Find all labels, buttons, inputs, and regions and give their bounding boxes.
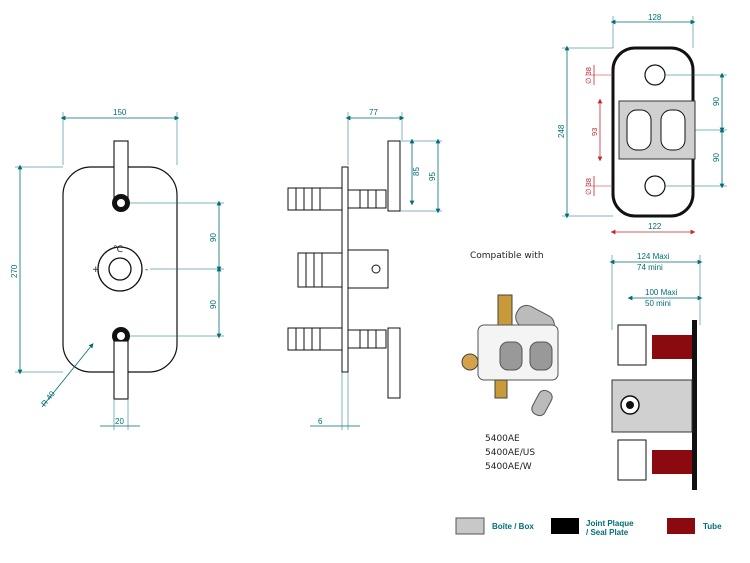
side-depth-label: 77	[369, 108, 378, 117]
model-1: 5400AE	[485, 434, 520, 444]
box-hole-bottom-label: ∅ 38	[584, 178, 593, 195]
compatible-title: Compatible with	[470, 251, 544, 261]
legend-swatch-seal	[551, 518, 579, 534]
box-center-label: 93	[590, 128, 599, 136]
box-right-bottom-label: 90	[712, 153, 721, 162]
valve-body-image	[461, 294, 559, 417]
box-height-label: 248	[557, 124, 566, 138]
box-right-top-label: 90	[712, 97, 721, 106]
minus-mark: -	[145, 265, 148, 275]
bottom-lever	[113, 340, 129, 400]
install-max2-label: 100 Maxi	[645, 288, 678, 297]
plus-mark: +	[92, 265, 100, 275]
box-view: 128 122 248 93 ∅ 38 ∅ 38 90 90	[557, 13, 727, 235]
spacing-top-label: 90	[209, 233, 218, 242]
lever-height-label: 85	[412, 167, 421, 176]
install-tube-bottom	[652, 450, 692, 474]
lever-total-label: 95	[428, 172, 437, 181]
front-width-label: 150	[113, 108, 127, 117]
compatible-section: Compatible with 5400AE 5400AE/US 5400AE/…	[461, 251, 559, 472]
side-bottom-lever	[387, 327, 401, 399]
legend-label-seal-1: Joint Plaque	[586, 519, 634, 528]
temp-mark: ℃	[113, 245, 123, 255]
box-width-top-label: 128	[648, 13, 662, 22]
spacing-bottom-label: 90	[209, 300, 218, 309]
model-3: 5400AE/W	[485, 462, 532, 472]
front-view: + - ℃ 150 270 90 90 R 40 20	[10, 108, 224, 430]
install-view: 124 Maxi 74 mini 100 Maxi 50 mini	[609, 252, 703, 490]
box-hole-top	[644, 64, 666, 86]
side-plate	[341, 166, 349, 373]
install-tube-top	[652, 335, 692, 359]
plate-thickness-label: 6	[318, 417, 323, 426]
install-seal-plate	[692, 320, 697, 490]
install-min2-label: 50 mini	[645, 299, 671, 308]
install-max-label: 124 Maxi	[637, 252, 670, 261]
box-width-bottom-label: 122	[648, 222, 662, 231]
front-height-label: 270	[10, 264, 19, 278]
legend-label-tube: Tube	[703, 522, 722, 531]
legend: Boîte / Box Joint Plaque / Seal Plate Tu…	[455, 517, 722, 537]
legend-swatch-tube	[667, 518, 695, 534]
handle-width-label: 20	[115, 417, 124, 426]
side-view: 77 85 95 6	[287, 108, 442, 430]
legend-swatch-box	[455, 517, 485, 535]
top-lever	[113, 140, 129, 200]
box-hole-bottom	[644, 175, 666, 197]
legend-label-box: Boîte / Box	[492, 522, 534, 531]
model-2: 5400AE/US	[485, 448, 535, 458]
box-hole-top-label: ∅ 38	[584, 67, 593, 84]
legend-label-seal-2: / Seal Plate	[586, 528, 629, 537]
side-top-lever	[387, 140, 401, 212]
install-min-label: 74 mini	[637, 263, 663, 272]
